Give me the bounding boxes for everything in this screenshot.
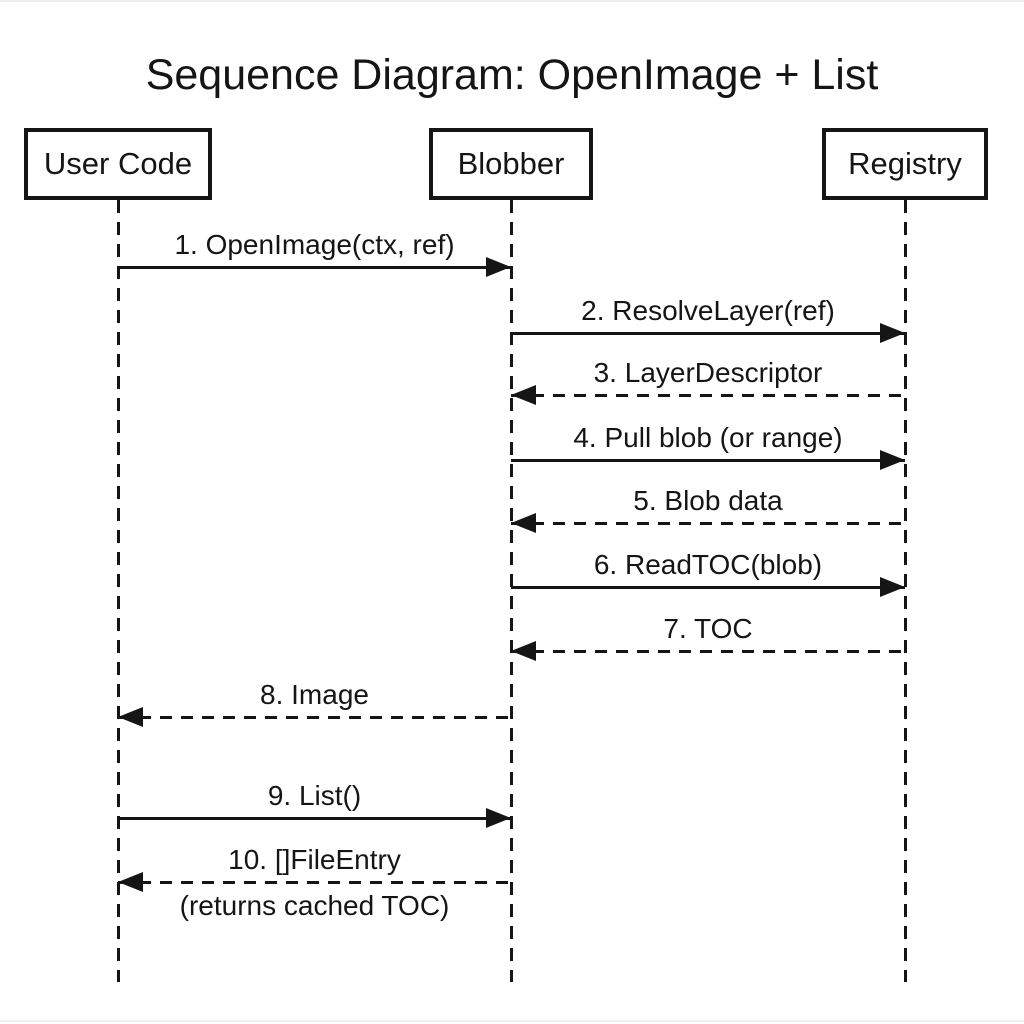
top-edge-artifact: [0, 0, 1024, 2]
message-line: [118, 265, 511, 269]
arrowhead-left-icon: [511, 641, 536, 661]
diagram-title: Sequence Diagram: OpenImage + List: [145, 51, 879, 99]
actor-label: Registry: [848, 146, 962, 181]
arrowhead-right-icon: [880, 577, 905, 597]
actor-label: User Code: [43, 146, 193, 181]
actor-label: Blobber: [457, 146, 565, 181]
message-line: [511, 585, 905, 589]
message-label: 2. ResolveLayer(ref): [581, 295, 835, 326]
actor-box: Registry: [822, 128, 988, 200]
bottom-edge-artifact: [0, 1020, 1024, 1022]
message-label: 6. ReadTOC(blob): [593, 549, 823, 580]
arrowhead-left-icon: [118, 707, 143, 727]
message-line: [118, 816, 511, 820]
message-line: [511, 331, 905, 335]
arrowhead-left-icon: [118, 872, 143, 892]
lifeline: [903, 200, 907, 982]
arrowhead-right-icon: [880, 323, 905, 343]
message-label: 8. Image: [260, 679, 369, 710]
actor-box: Blobber: [429, 128, 593, 200]
message-label: 7. TOC: [663, 613, 753, 644]
message-label: 4. Pull blob (or range): [573, 422, 843, 453]
arrowhead-right-icon: [486, 257, 511, 277]
message-line: [118, 880, 511, 884]
message-line: [511, 393, 905, 397]
message-label: 9. List(): [267, 780, 362, 811]
arrowhead-right-icon: [486, 808, 511, 828]
message-label: 1. OpenImage(ctx, ref): [174, 229, 455, 260]
arrowhead-left-icon: [511, 385, 536, 405]
message-line: [511, 649, 905, 653]
message-label: 5. Blob data: [633, 485, 783, 516]
arrowhead-right-icon: [880, 450, 905, 470]
actor-box: User Code: [24, 128, 212, 200]
lifeline: [509, 200, 513, 982]
message-label: 10. []FileEntry: [228, 844, 401, 875]
message-label: 3. LayerDescriptor: [593, 357, 823, 388]
message-line: [511, 521, 905, 525]
arrowhead-left-icon: [511, 513, 536, 533]
message-line: [511, 458, 905, 462]
lifeline: [116, 200, 120, 982]
message-sublabel: (returns cached TOC): [179, 890, 450, 921]
message-line: [118, 715, 511, 719]
